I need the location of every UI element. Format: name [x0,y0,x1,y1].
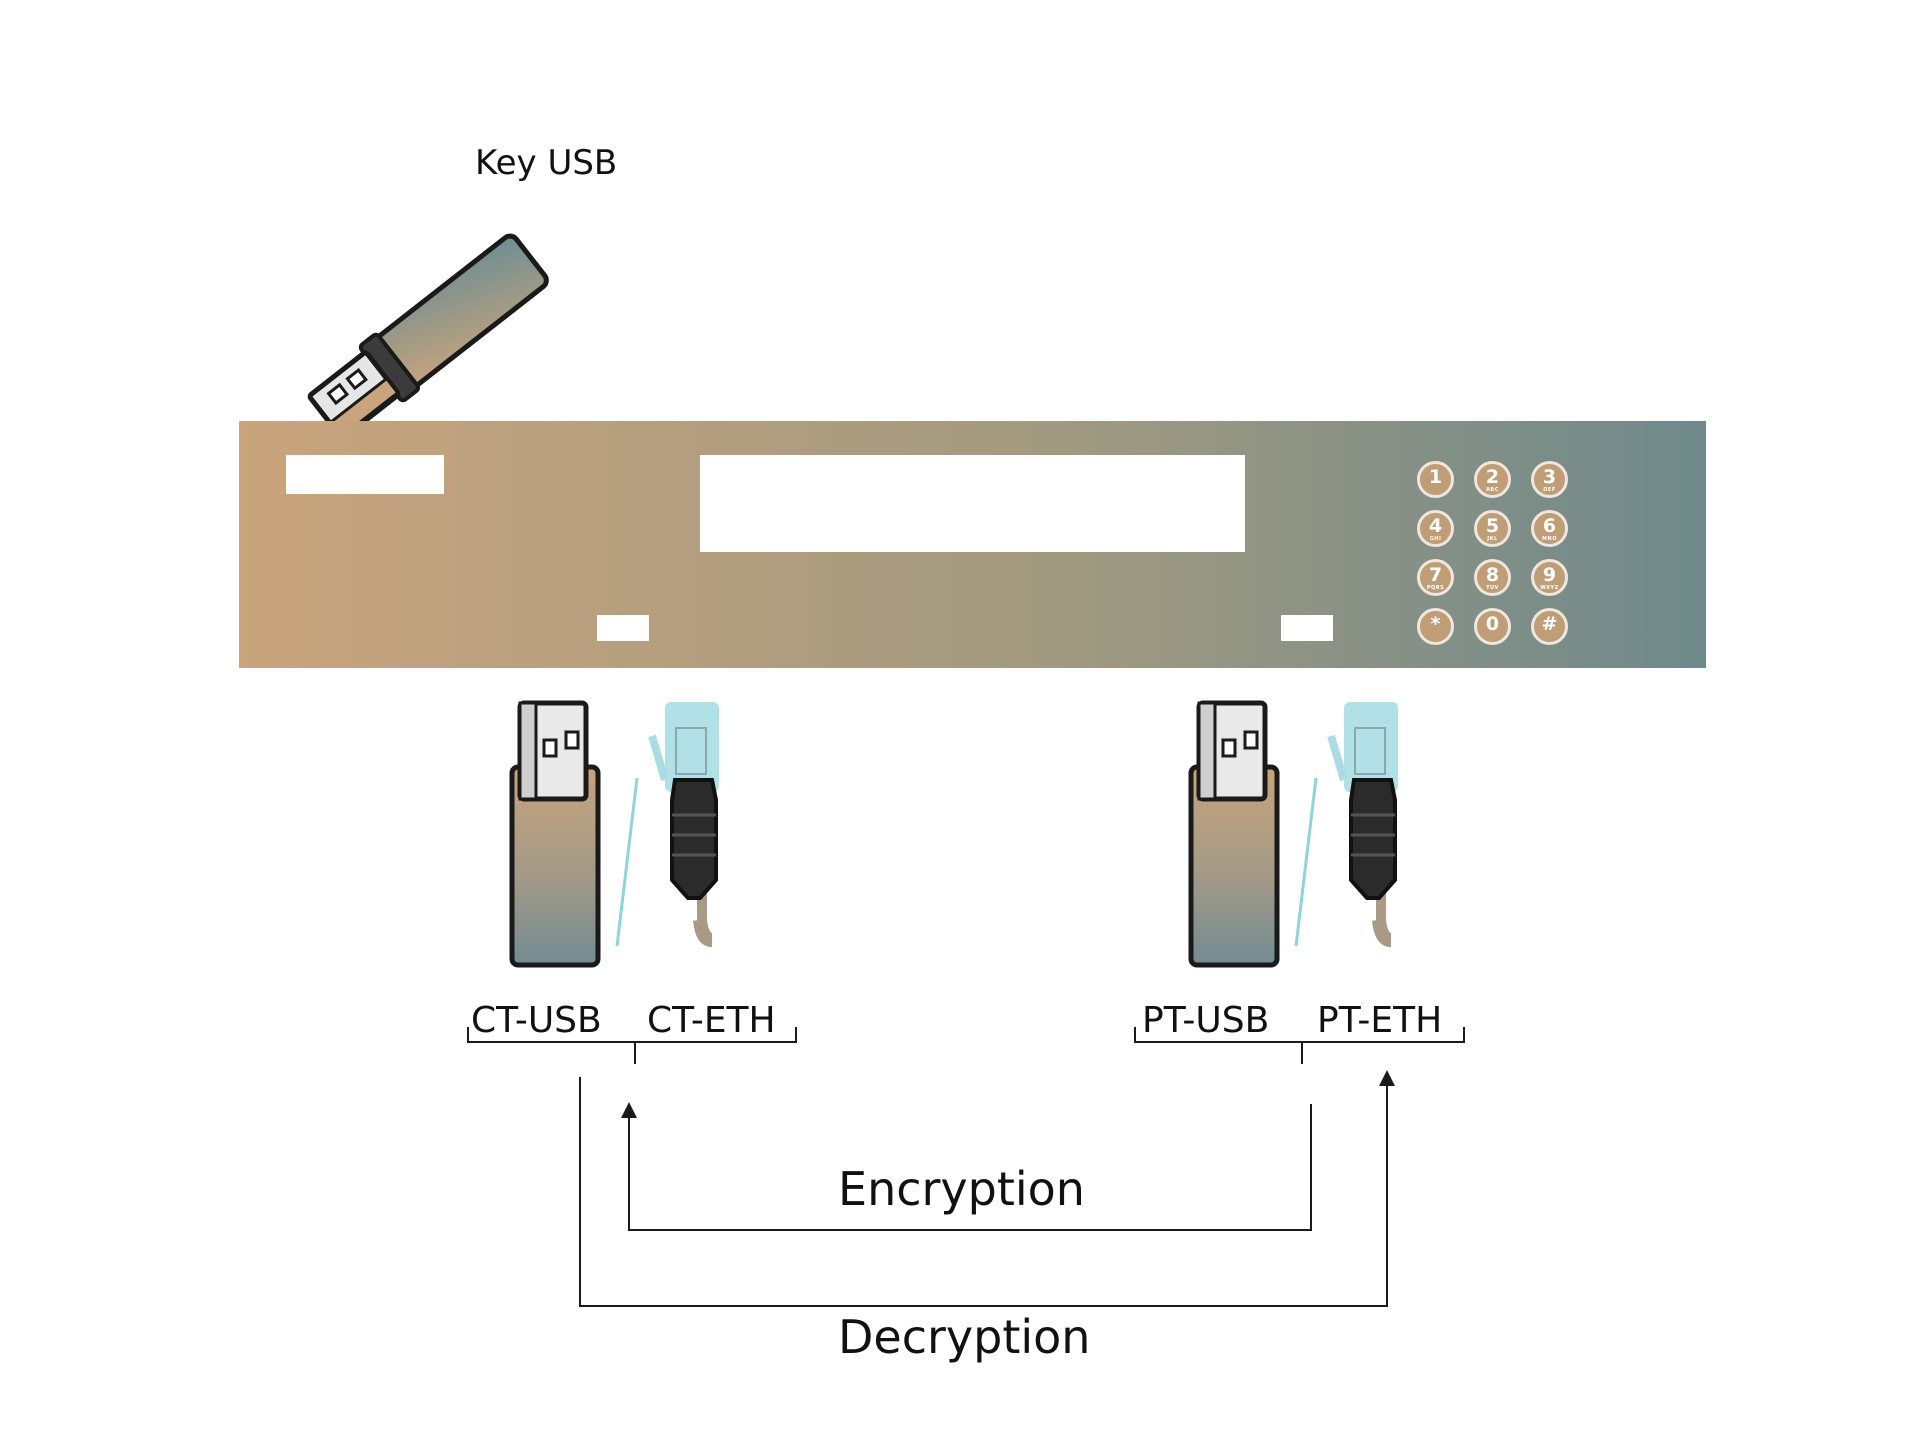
device-display [700,455,1245,552]
pt-usb-icon [1188,700,1280,968]
keypad-key-star[interactable]: * [1417,608,1454,645]
pt-eth-icon [1294,702,1398,947]
key-usb-icon [307,233,549,440]
keypad-key-letters: JKL [1487,536,1498,542]
keypad-key-digit: 6 [1542,515,1557,537]
keypad-key-letters: PQRS [1426,585,1445,591]
keypad-key-digit: 0 [1485,613,1500,635]
keypad-key-digit: 2 [1485,466,1500,488]
keypad-key-1[interactable]: 1 [1417,461,1454,498]
keypad-key-letters: MNO [1542,536,1557,542]
keypad-key-digit: 3 [1542,466,1557,488]
keypad-key-letters: ABC [1486,487,1499,493]
keypad-key-letters: GHI [1429,536,1442,542]
decryption-arrow [579,1070,1395,1307]
ct-usb-icon [509,700,601,968]
ct-eth-icon [615,702,719,947]
encryption-arrow [621,1102,1312,1231]
ct-usb-label: CT-USB [471,1000,602,1041]
keypad-key-letters: TUV [1486,585,1499,591]
pt-bracket [1134,1027,1465,1064]
keypad-key-digit: 9 [1542,564,1557,586]
keypad-key-digit: * [1430,613,1441,635]
key-usb-label: Key USB [475,143,618,183]
ct-port-slot [597,615,649,641]
keypad-key-digit: 7 [1428,564,1443,586]
keypad-key-hash[interactable]: # [1531,608,1568,645]
keypad-key-digit: 4 [1428,515,1443,537]
pt-eth-label: PT-ETH [1317,1000,1443,1041]
ct-bracket [467,1027,797,1064]
device-label-slot [286,455,444,494]
keypad-key-0[interactable]: 0 [1474,608,1511,645]
keypad-key-digit: 5 [1485,515,1500,537]
keypad-key-letters: WXYZ [1540,585,1559,591]
keypad-key-digit: 8 [1485,564,1500,586]
ct-eth-label: CT-ETH [647,1000,776,1041]
keypad-key-digit: # [1541,613,1558,635]
keypad-key-digit: 1 [1428,466,1443,488]
pt-port-slot [1281,615,1333,641]
encryption-label: Encryption [838,1162,1085,1216]
decryption-label: Decryption [838,1310,1091,1364]
keypad-key-letters: DEF [1543,487,1556,493]
pt-usb-label: PT-USB [1142,1000,1270,1041]
